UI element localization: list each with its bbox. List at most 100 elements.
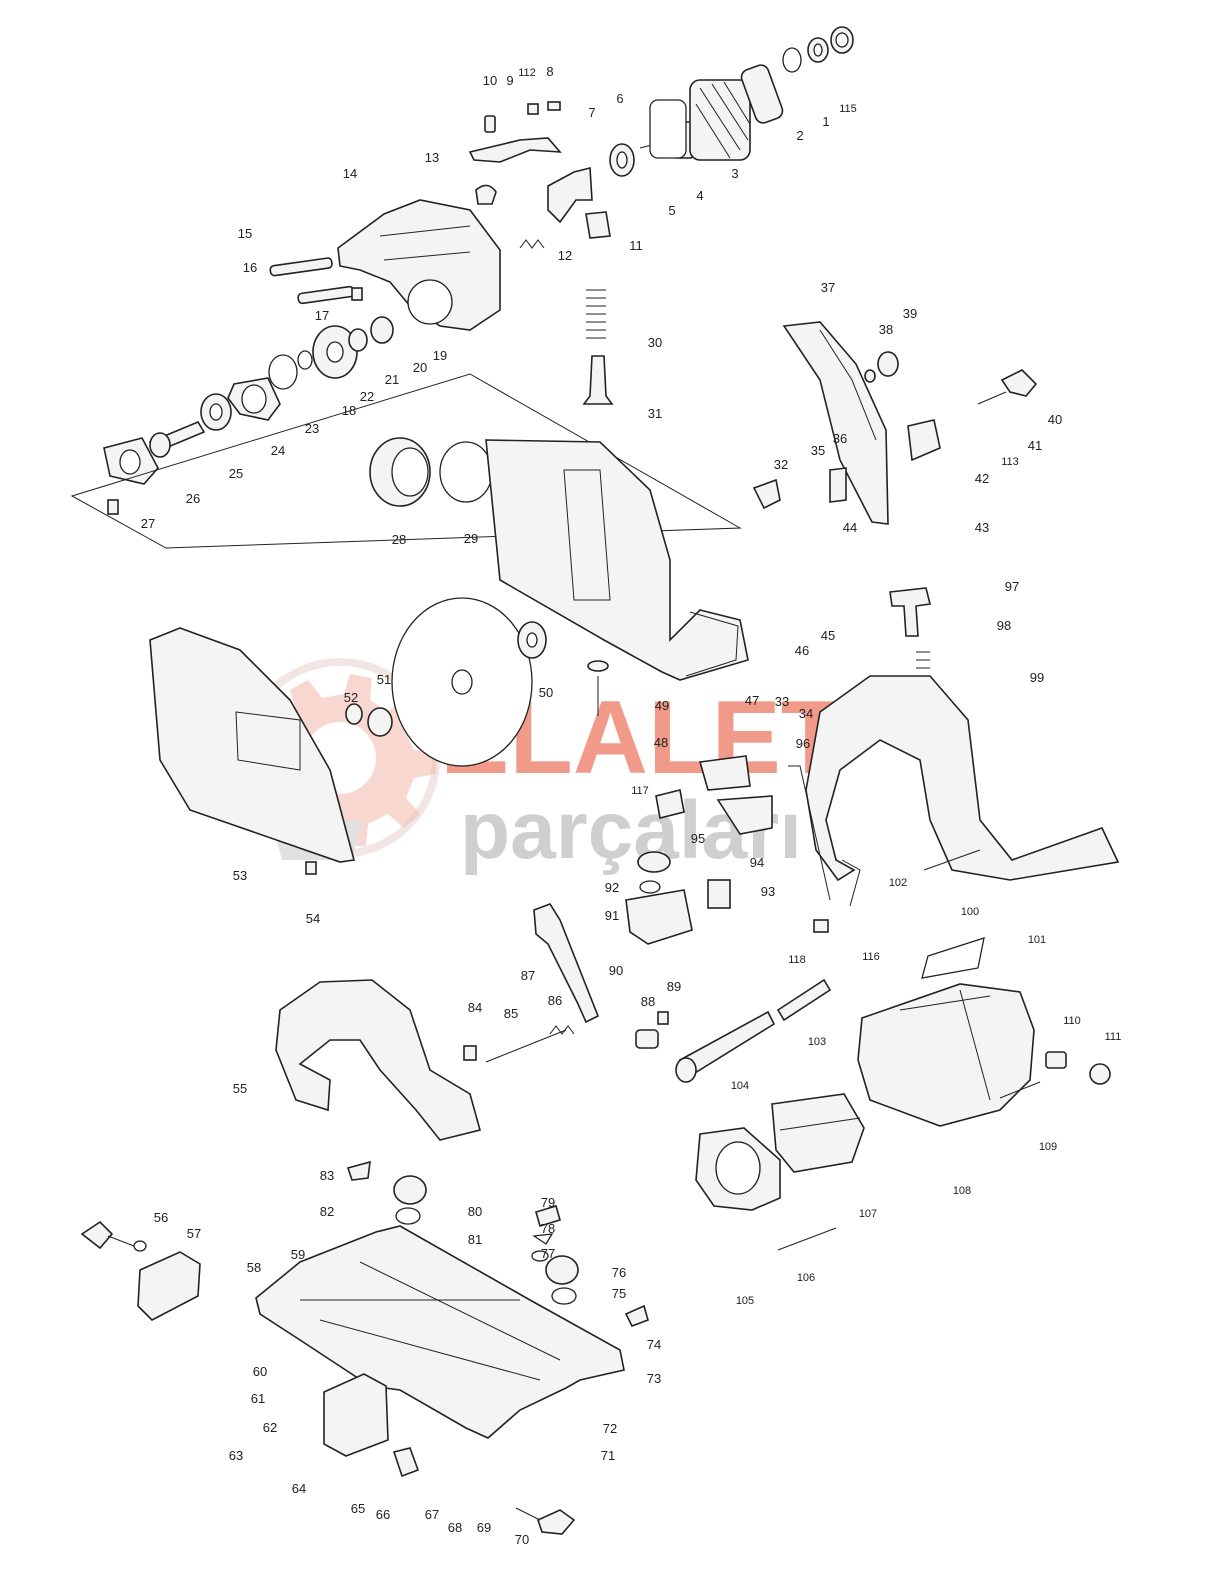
- part-label-42: 42: [975, 471, 989, 486]
- part-label-57: 57: [187, 1226, 201, 1241]
- part-label-98: 98: [997, 618, 1011, 633]
- part-label-64: 64: [292, 1481, 306, 1496]
- part-label-59: 59: [291, 1247, 305, 1262]
- part-label-19: 19: [433, 348, 447, 363]
- part-label-116: 116: [862, 951, 880, 963]
- part-label-109: 109: [1039, 1141, 1057, 1153]
- blade-guard-drawing: [485, 439, 749, 681]
- part-label-2: 2: [796, 128, 803, 143]
- part-label-81: 81: [468, 1232, 482, 1247]
- part-label-54: 54: [306, 911, 320, 926]
- part-label-74: 74: [647, 1337, 661, 1352]
- parts-drawing: [70, 26, 1120, 1535]
- part-label-16: 16: [243, 260, 257, 275]
- part-label-65: 65: [351, 1501, 365, 1516]
- part-label-106: 106: [797, 1272, 815, 1284]
- part-label-87: 87: [521, 968, 535, 983]
- part-label-41: 41: [1028, 438, 1042, 453]
- part-label-84: 84: [468, 1000, 482, 1015]
- part-label-82: 82: [320, 1204, 334, 1219]
- part-label-45: 45: [821, 628, 835, 643]
- part-label-36: 36: [833, 431, 847, 446]
- part-label-53: 53: [233, 868, 247, 883]
- part-label-71: 71: [601, 1448, 615, 1463]
- part-label-72: 72: [603, 1421, 617, 1436]
- part-label-105: 105: [736, 1295, 754, 1307]
- motor-housing-drawing: [857, 983, 1035, 1127]
- part-label-76: 76: [612, 1265, 626, 1280]
- part-label-99: 99: [1030, 670, 1044, 685]
- part-label-69: 69: [477, 1520, 491, 1535]
- part-label-40: 40: [1048, 412, 1062, 427]
- part-label-77: 77: [541, 1246, 555, 1261]
- part-label-62: 62: [263, 1420, 277, 1435]
- part-label-1: 1: [822, 114, 829, 129]
- part-label-15: 15: [238, 226, 252, 241]
- part-label-39: 39: [903, 306, 917, 321]
- part-label-49: 49: [655, 698, 669, 713]
- part-label-26: 26: [186, 491, 200, 506]
- part-label-86: 86: [548, 993, 562, 1008]
- part-label-102: 102: [889, 877, 907, 889]
- part-label-31: 31: [648, 406, 662, 421]
- part-label-21: 21: [385, 372, 399, 387]
- part-label-118: 118: [788, 954, 806, 966]
- part-label-12: 12: [558, 248, 572, 263]
- part-label-89: 89: [667, 979, 681, 994]
- part-label-115: 115: [839, 103, 857, 115]
- part-label-43: 43: [975, 520, 989, 535]
- part-label-24: 24: [271, 443, 285, 458]
- part-label-33: 33: [775, 694, 789, 709]
- part-label-61: 61: [251, 1391, 265, 1406]
- part-label-100: 100: [961, 906, 979, 918]
- part-label-29: 29: [464, 531, 478, 546]
- part-label-101: 101: [1028, 934, 1046, 946]
- part-label-70: 70: [515, 1532, 529, 1547]
- washer-2-drawing: [782, 47, 802, 73]
- part-label-11: 11: [629, 238, 643, 253]
- part-label-56: 56: [154, 1210, 168, 1225]
- part-label-97: 97: [1005, 579, 1019, 594]
- part-label-44: 44: [843, 520, 857, 535]
- part-label-91: 91: [605, 908, 619, 923]
- part-label-60: 60: [253, 1364, 267, 1379]
- part-label-79: 79: [541, 1195, 555, 1210]
- part-label-95: 95: [691, 831, 705, 846]
- part-label-47: 47: [745, 693, 759, 708]
- part-label-8: 8: [546, 64, 553, 79]
- part-label-22: 22: [360, 389, 374, 404]
- base-plate-drawing: [255, 1225, 625, 1439]
- part-label-96: 96: [796, 736, 810, 751]
- part-label-90: 90: [609, 963, 623, 978]
- part-label-103: 103: [808, 1036, 826, 1048]
- part-label-20: 20: [413, 360, 427, 375]
- part-label-38: 38: [879, 322, 893, 337]
- part-label-73: 73: [647, 1371, 661, 1386]
- part-label-13: 13: [425, 150, 439, 165]
- part-label-18: 18: [342, 403, 356, 418]
- handle-drawing: [805, 675, 1120, 882]
- part-label-17: 17: [315, 308, 329, 323]
- part-label-4: 4: [696, 188, 703, 203]
- part-label-34: 34: [799, 706, 813, 721]
- part-label-50: 50: [539, 685, 553, 700]
- part-label-110: 110: [1063, 1015, 1081, 1027]
- front-handle-drawing: [275, 979, 481, 1141]
- part-label-28: 28: [392, 532, 406, 547]
- part-label-104: 104: [731, 1080, 749, 1092]
- part-label-27: 27: [141, 516, 155, 531]
- armature-drawing: [639, 64, 784, 161]
- part-label-7: 7: [588, 105, 595, 120]
- part-label-58: 58: [247, 1260, 261, 1275]
- part-label-5: 5: [668, 203, 675, 218]
- part-label-32: 32: [774, 457, 788, 472]
- part-label-25: 25: [229, 466, 243, 481]
- part-label-35: 35: [811, 443, 825, 458]
- part-label-92: 92: [605, 880, 619, 895]
- part-label-112: 112: [518, 67, 536, 79]
- part-label-55: 55: [233, 1081, 247, 1096]
- part-label-52: 52: [344, 690, 358, 705]
- part-label-10: 10: [483, 73, 497, 88]
